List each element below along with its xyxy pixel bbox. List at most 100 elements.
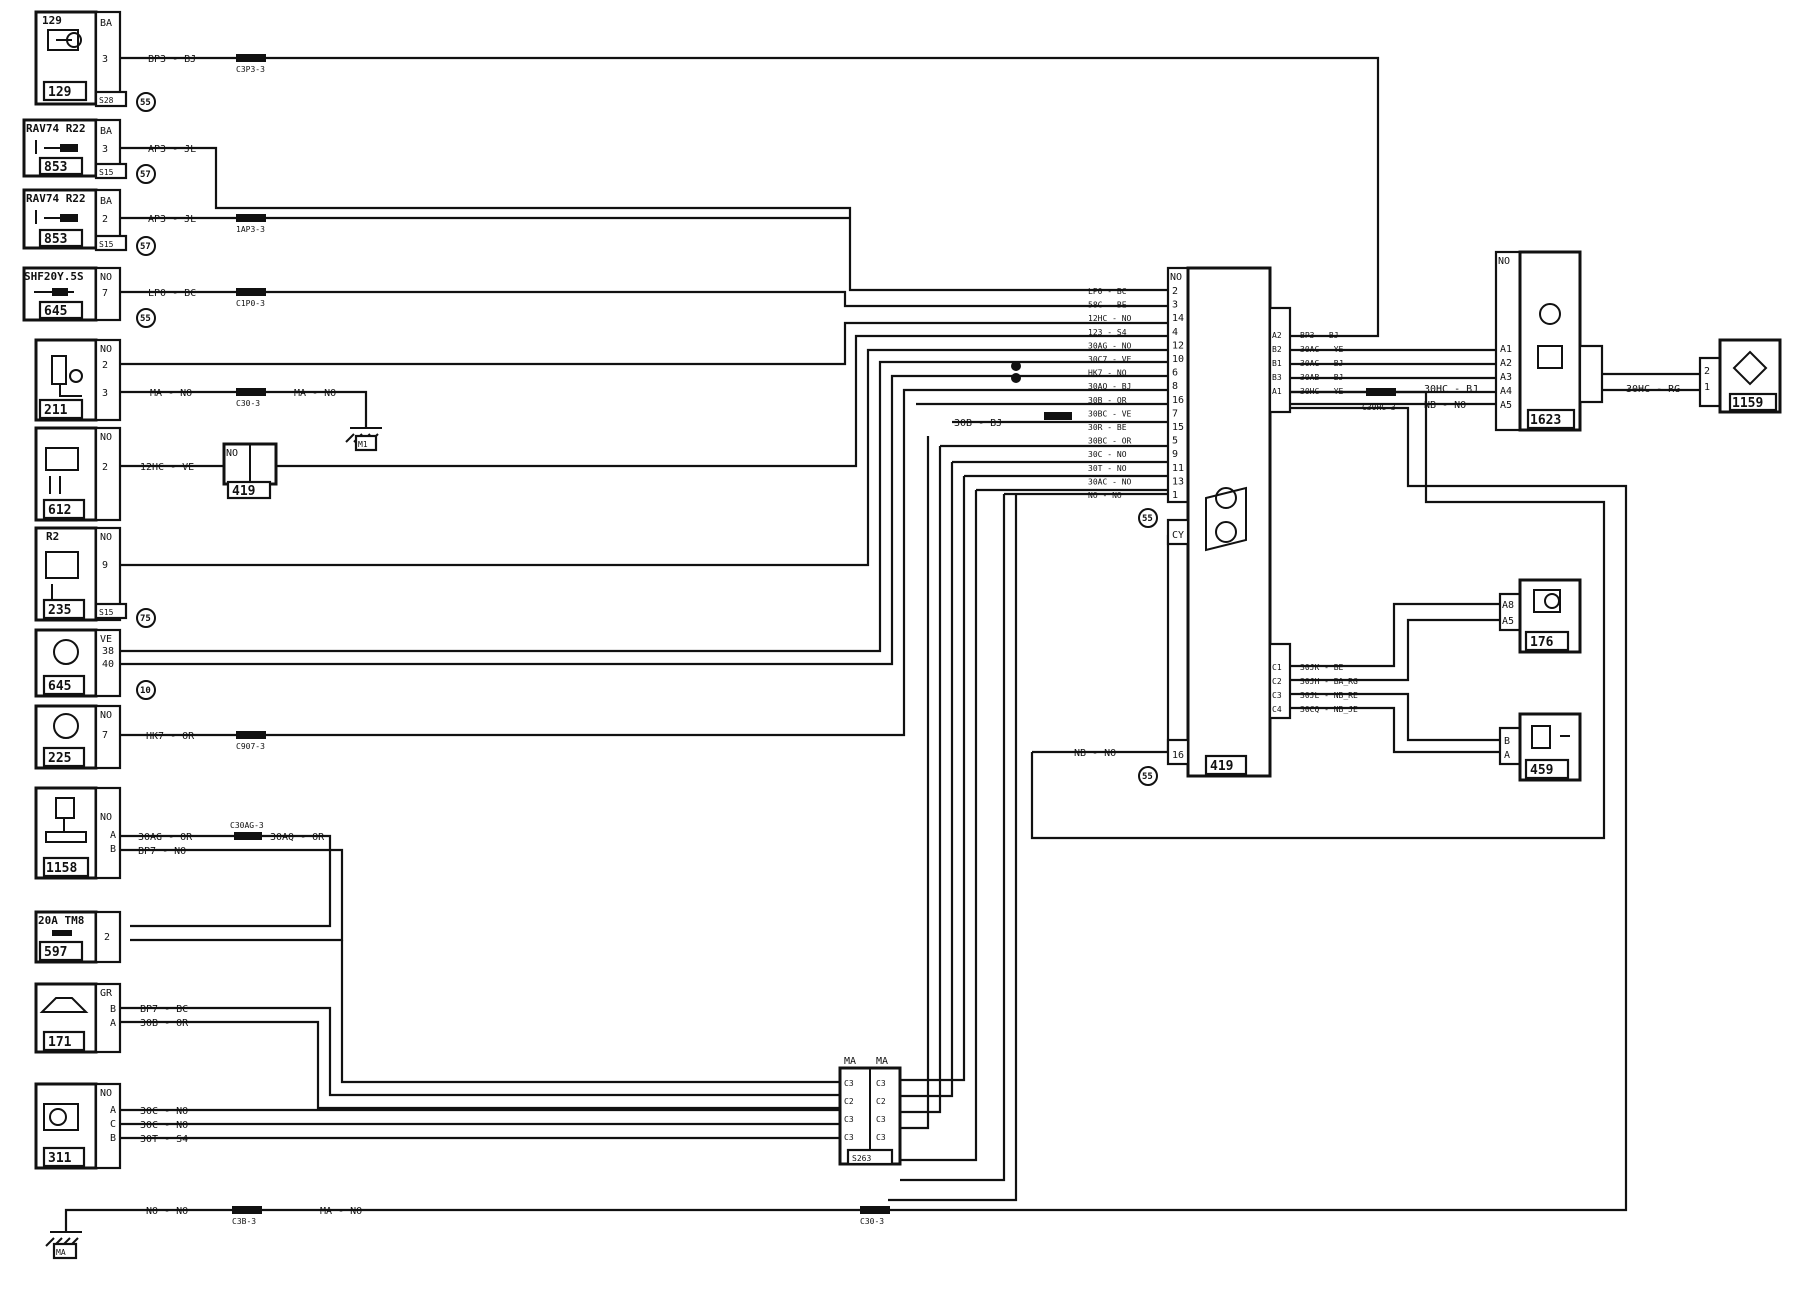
component-612: 612 NO 2 bbox=[34, 426, 122, 522]
pin-label: B bbox=[110, 1133, 116, 1144]
ecu-pin-label: 14 bbox=[1172, 313, 1184, 324]
ecu-wire-code: HK7 - NO bbox=[1088, 369, 1127, 378]
wire-code: BP7 - NO bbox=[138, 846, 186, 857]
component-label: 235 bbox=[48, 603, 71, 618]
ecu-right-labels: C30HC-3 30HC - BJ NB - NO bbox=[1362, 384, 1478, 412]
pin-group: NO bbox=[1170, 272, 1182, 283]
ecu-wire-code: 30CQ - NB_JE bbox=[1300, 705, 1358, 714]
pin-label: 7 bbox=[102, 288, 108, 299]
component-top-label: 20A TM8 bbox=[38, 914, 84, 927]
ecu-pin-label: 1 bbox=[1172, 490, 1178, 501]
component-853-b: RAV74 R22 853 BA 2 S15 57 bbox=[22, 188, 156, 256]
ground-label: MA bbox=[56, 1248, 66, 1257]
splice-label: C30AG-3 bbox=[230, 821, 264, 830]
splice bbox=[1366, 388, 1396, 396]
component-label: 1159 bbox=[1732, 396, 1763, 411]
ecu-wire-code: 30BC - VE bbox=[1088, 409, 1132, 418]
splice-label: 1AP3-3 bbox=[236, 225, 265, 234]
pin-group: NO bbox=[100, 532, 112, 543]
ecu-wire-code: 30R - BE bbox=[1088, 423, 1127, 432]
pin-label: B bbox=[110, 844, 116, 855]
component-597: 20A TM8 597 2 bbox=[34, 910, 122, 964]
component-176: 176 A8 A5 bbox=[1498, 578, 1582, 654]
component-129: 129 129 BA 3 S28 55 bbox=[34, 10, 156, 112]
ecu-pin-label: 5 bbox=[1172, 436, 1178, 447]
component-459: 459 B A bbox=[1498, 712, 1582, 782]
splice bbox=[236, 214, 266, 222]
ground-symbol: M1 bbox=[345, 427, 382, 452]
wire-code: 30C - NO bbox=[140, 1106, 188, 1117]
pin-label: 7 bbox=[102, 730, 108, 741]
component-label: 597 bbox=[44, 945, 67, 960]
wire-code: 30B - BJ bbox=[954, 418, 1002, 429]
component-211: 211 NO 2 3 bbox=[34, 338, 122, 422]
ecu-wire-code: 30JH - BA_RG bbox=[1300, 677, 1358, 686]
pin-group: MA bbox=[876, 1056, 888, 1067]
pin-label: A bbox=[110, 1018, 116, 1029]
component-tag: S15 bbox=[99, 240, 114, 249]
splice bbox=[232, 1206, 262, 1214]
wire-code: NB - NO bbox=[1074, 748, 1116, 759]
splice-label: C1P0-3 bbox=[236, 299, 265, 308]
ecu-pin-label: 16 bbox=[1172, 395, 1184, 406]
ecu-pin-label: 7 bbox=[1172, 408, 1178, 419]
pin-label: C2 bbox=[876, 1097, 886, 1106]
pin-label: 2 bbox=[104, 932, 110, 943]
wire-labels: BP3 - BJ C3P3-3 AP3 - JL AP3 - JL 1AP3-3… bbox=[138, 54, 1116, 1226]
component-top-label: R2 bbox=[46, 530, 59, 543]
pin-label: C2 bbox=[844, 1097, 854, 1106]
pin-label: CY bbox=[1172, 530, 1184, 541]
component-829: NO 419 bbox=[222, 442, 278, 500]
splice-label: C3P3-3 bbox=[236, 65, 265, 74]
ecu-pin-label: C2 bbox=[1272, 677, 1282, 686]
pin-label: 16 bbox=[1172, 750, 1184, 761]
component-top-label: RAV74 R22 bbox=[26, 122, 86, 135]
pin-group: NO bbox=[100, 272, 112, 283]
pin-group: GR bbox=[100, 988, 113, 999]
component-top-label: SHF20Y.5S bbox=[24, 270, 84, 283]
pin-group: BA bbox=[100, 18, 112, 29]
component-tag: S15 bbox=[99, 608, 114, 617]
ecu-pin-label: A2 bbox=[1272, 331, 1282, 340]
pin-label: 9 bbox=[102, 560, 108, 571]
pin-label: 38 bbox=[102, 646, 114, 657]
component-1623: 1623 NO A1 A2 A3 A4 A5 bbox=[1494, 250, 1604, 432]
pin-label: C3 bbox=[876, 1079, 886, 1088]
component-label: 211 bbox=[44, 403, 68, 418]
pin-label: 2 bbox=[102, 360, 108, 371]
pin-label: 3 bbox=[102, 54, 108, 65]
component-label: 612 bbox=[48, 503, 71, 518]
component-1159: 1159 2 1 30HC - RG bbox=[1626, 338, 1782, 414]
wire-code: 30AQ - OR bbox=[270, 832, 325, 843]
circle-ref: 55 bbox=[1142, 514, 1153, 524]
wire-code: LP0 - BC bbox=[148, 288, 196, 299]
component-label: 459 bbox=[1530, 763, 1553, 778]
component-311: 311 NO A C B bbox=[34, 1082, 122, 1170]
ecu-wire-code: 30T - NO bbox=[1088, 464, 1127, 473]
pin-label: A4 bbox=[1500, 386, 1512, 397]
pin-label: 3 bbox=[102, 388, 108, 399]
pin-label: A8 bbox=[1502, 600, 1514, 611]
component-label: 419 bbox=[1210, 759, 1233, 774]
ground-symbol-bottom: MA bbox=[45, 1231, 82, 1260]
wire-code: NB - NO bbox=[1424, 400, 1466, 411]
ecu-wire-code: 30AQ - BJ bbox=[1088, 382, 1131, 391]
ecu-pin-label: C1 bbox=[1272, 663, 1282, 672]
wire-code: 30AG - OR bbox=[138, 832, 193, 843]
component-645-a: SHF20Y.5S 645 NO 7 55 bbox=[22, 266, 156, 328]
circle-ref: 10 bbox=[140, 686, 151, 696]
ecu-wire-code: 30AG - NO bbox=[1088, 341, 1132, 350]
ecu-pin-label: B2 bbox=[1272, 345, 1282, 354]
component-171: 171 GR B A bbox=[34, 982, 122, 1054]
ecu-wire-code: 30C7 - VE bbox=[1088, 355, 1132, 364]
component-label: 853 bbox=[44, 232, 67, 247]
component-label: S263 bbox=[852, 1154, 871, 1163]
pin-label: A bbox=[1504, 750, 1510, 761]
splice bbox=[1044, 412, 1072, 420]
ecu-pin-label: 9 bbox=[1172, 449, 1178, 460]
ecu-pin-label: 6 bbox=[1172, 368, 1178, 379]
ecu-pin-label: 10 bbox=[1172, 354, 1184, 365]
pin-label: C3 bbox=[844, 1079, 854, 1088]
circle-ref: 57 bbox=[140, 170, 151, 180]
